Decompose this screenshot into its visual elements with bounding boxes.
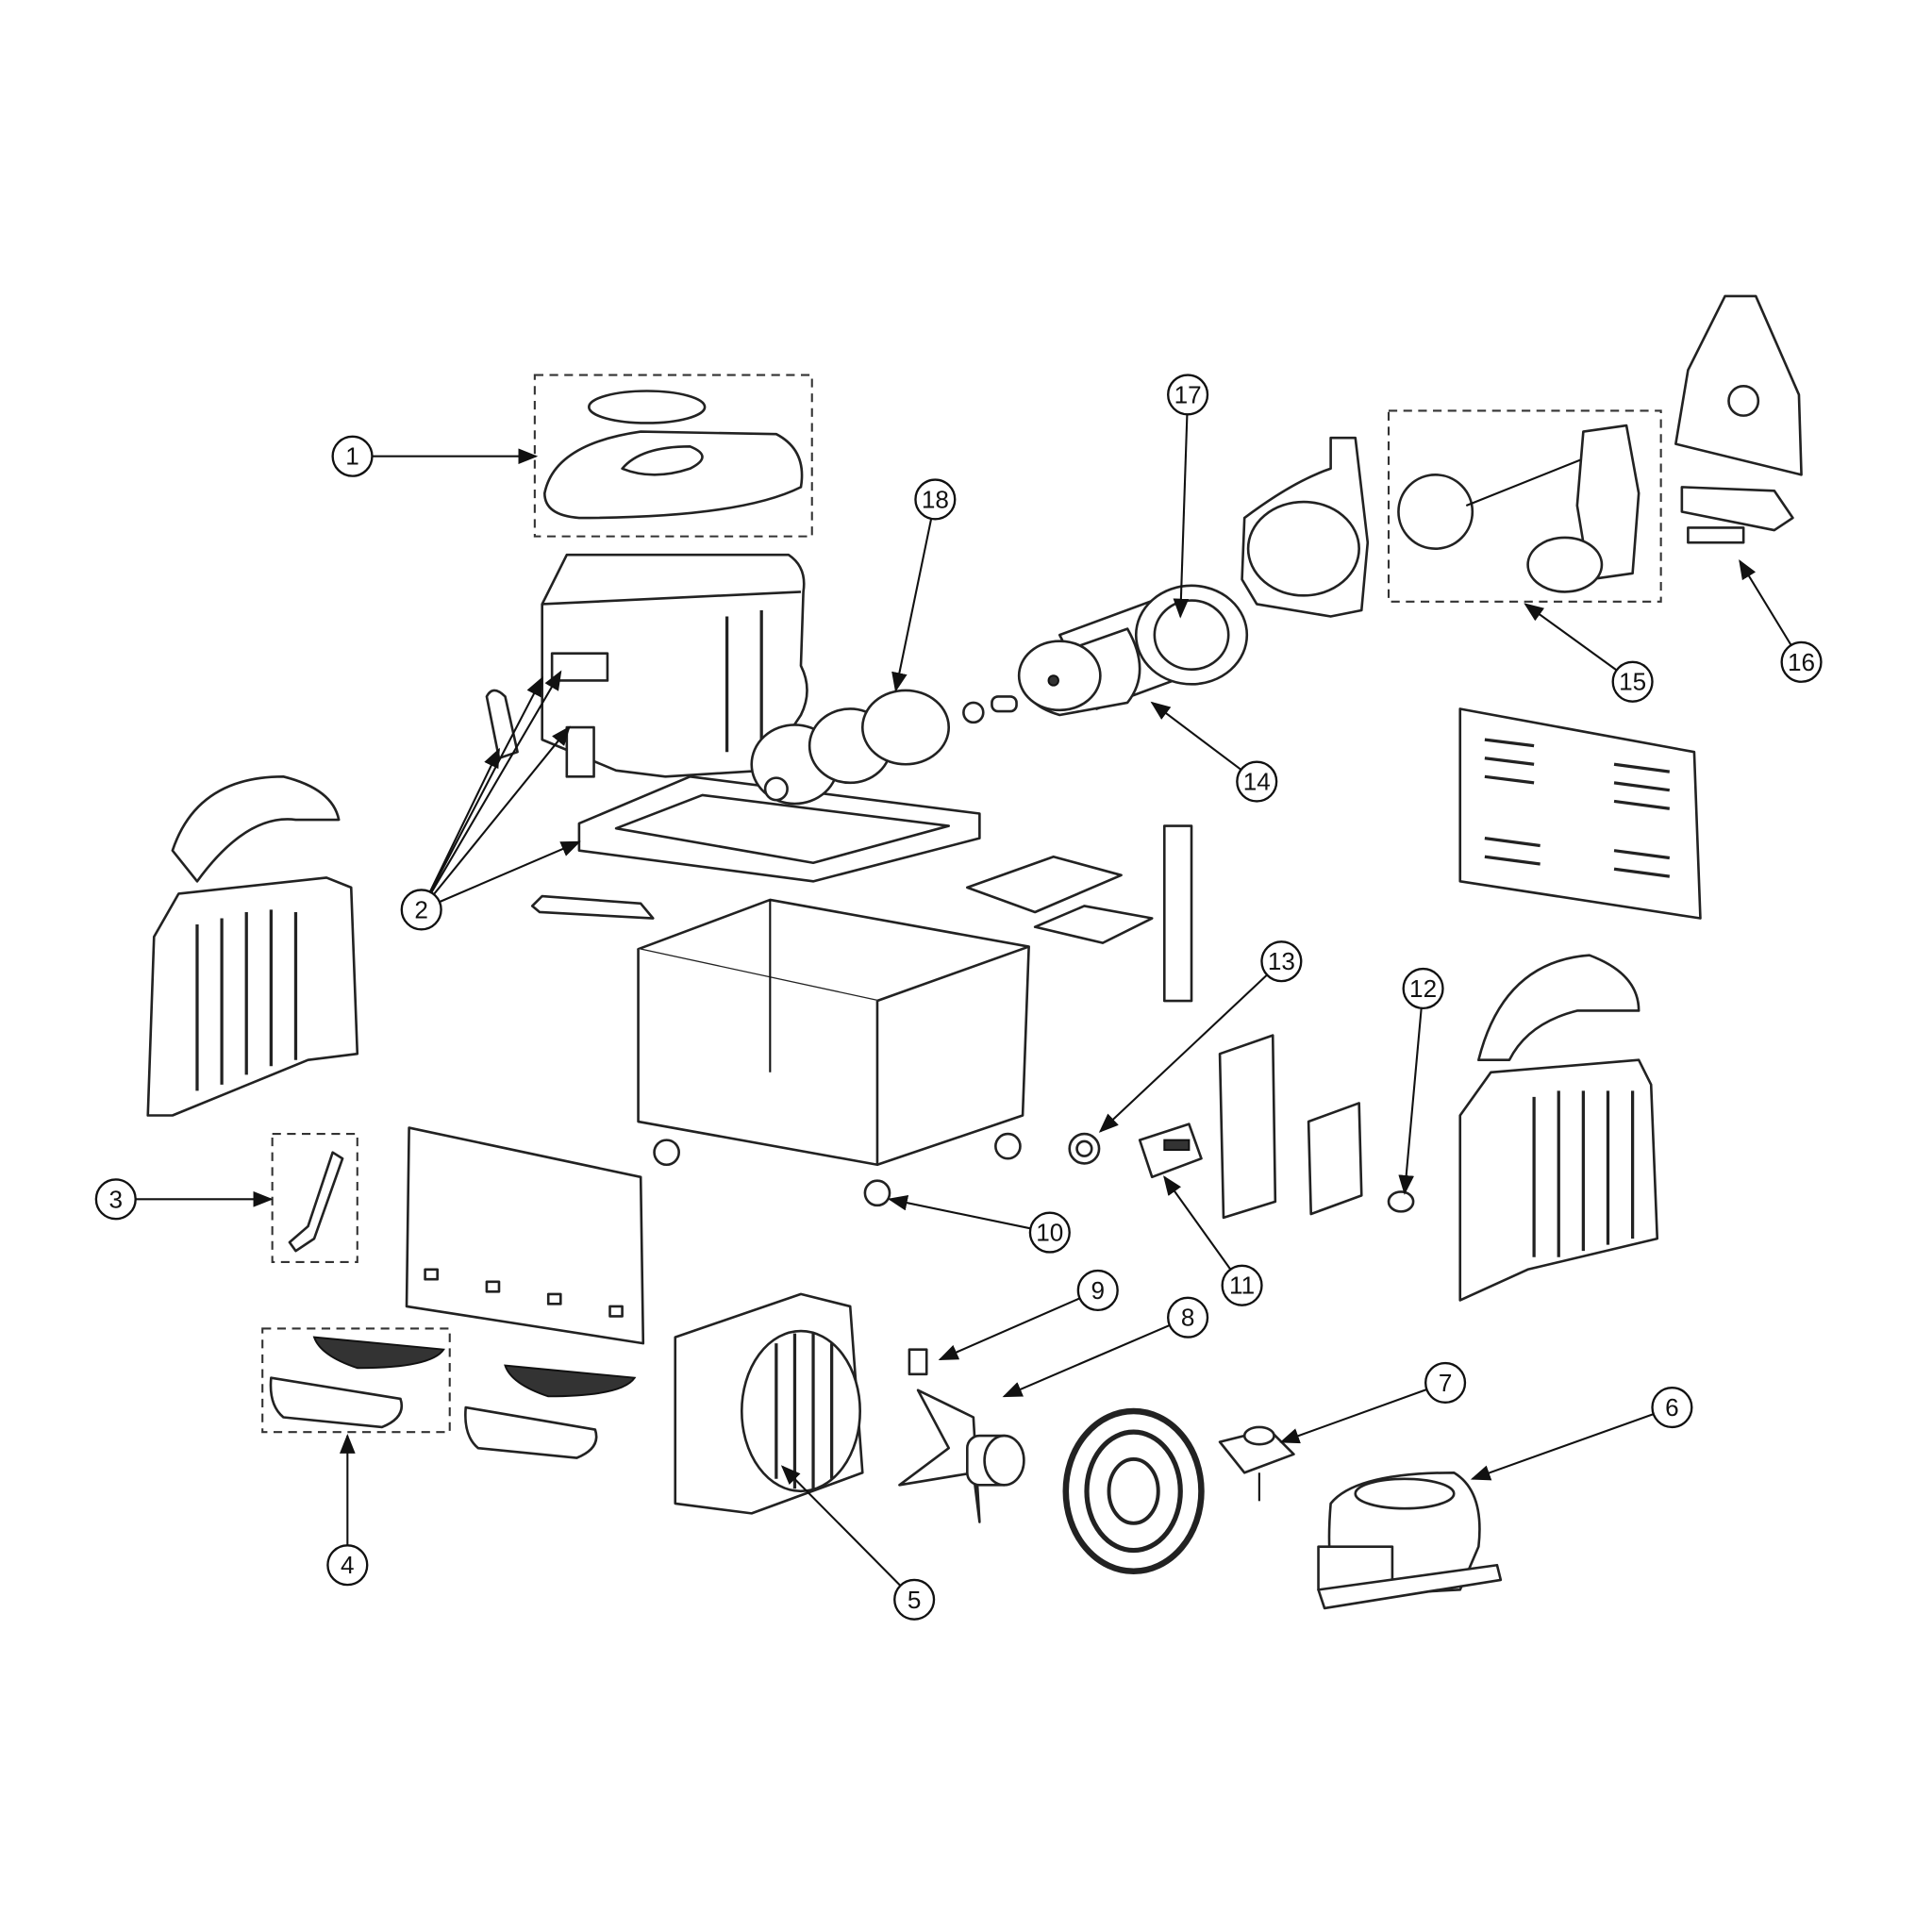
callout-number: 3 — [109, 1185, 124, 1213]
right-side-panel — [1458, 954, 1659, 1302]
leader-arrow — [1163, 1175, 1232, 1271]
leader-arrow — [1098, 973, 1268, 1133]
leader-arrow — [1150, 701, 1242, 771]
callout-8: 8 — [1002, 1296, 1209, 1398]
leader-arrow — [430, 670, 562, 893]
callout-circle — [893, 1578, 936, 1621]
leader-arrow — [1470, 1413, 1655, 1481]
evaporator-cylinder — [1017, 584, 1249, 717]
callout-circle — [326, 1544, 369, 1587]
compressor — [1317, 1471, 1503, 1610]
callout-12: 12 — [1398, 967, 1444, 1195]
condenser — [674, 1292, 864, 1515]
fan-motor — [898, 1348, 1025, 1523]
callout-circle — [1028, 1211, 1071, 1254]
callout-6: 6 — [1470, 1386, 1693, 1481]
leader-arrow — [439, 840, 581, 904]
callout-15: 15 — [1524, 603, 1654, 703]
auger — [750, 689, 1018, 806]
callout-circle — [1402, 967, 1444, 1010]
leader-arrow — [1398, 1007, 1423, 1195]
callout-circle — [1651, 1386, 1693, 1429]
callout-17: 17 — [1167, 374, 1209, 619]
callout-4: 4 — [326, 1434, 369, 1587]
callout-number: 7 — [1439, 1369, 1453, 1397]
gearmotor-assembly — [1387, 409, 1662, 603]
callout-number: 12 — [1409, 974, 1437, 1003]
drip-tray-assembly — [261, 1327, 637, 1459]
callout-3: 3 — [94, 1178, 274, 1221]
start-relay — [1218, 1425, 1295, 1502]
chassis-frame — [637, 898, 1030, 1207]
callout-18: 18 — [891, 478, 957, 692]
leader-arrow — [1739, 558, 1792, 646]
leader-arrow — [780, 1465, 902, 1587]
leader-arrow — [1002, 1323, 1171, 1398]
leader-arrow — [433, 725, 571, 895]
callout-number: 14 — [1243, 768, 1271, 796]
hopper-bowl — [485, 553, 808, 778]
leader-arrow — [891, 518, 933, 692]
rear-housing — [1241, 436, 1370, 618]
callout-16: 16 — [1739, 558, 1823, 683]
callout-number: 11 — [1229, 1272, 1255, 1300]
callout-number: 16 — [1788, 648, 1815, 676]
callout-circle — [1076, 1269, 1119, 1312]
leader-arrow — [429, 675, 543, 893]
callout-number: 18 — [922, 485, 949, 513]
leader-arrow — [938, 1297, 1081, 1361]
callout-number: 2 — [414, 895, 428, 923]
callout-circle — [1424, 1361, 1467, 1405]
base-plate — [530, 775, 981, 920]
leader-arrow — [1279, 1389, 1427, 1444]
callout-number: 15 — [1619, 668, 1646, 696]
leader-arrow — [1524, 603, 1618, 672]
callout-number: 6 — [1665, 1393, 1679, 1422]
callout-14: 14 — [1150, 701, 1278, 803]
callout-number: 17 — [1174, 380, 1202, 408]
callout-circle — [94, 1178, 137, 1221]
left-side-panel — [146, 775, 359, 1117]
control-components — [965, 824, 1415, 1220]
callout-circle — [1611, 660, 1654, 703]
callout-number: 9 — [1091, 1276, 1105, 1305]
motor-bracket — [1674, 294, 1803, 544]
callout-circle — [400, 889, 442, 931]
callout-11: 11 — [1163, 1175, 1263, 1306]
callout-5: 5 — [780, 1465, 936, 1621]
front-panel — [405, 1126, 645, 1345]
callout-7: 7 — [1279, 1361, 1467, 1444]
callout-circle — [1167, 374, 1209, 416]
lid-assembly — [533, 374, 813, 538]
callout-13: 13 — [1098, 940, 1303, 1133]
rear-panel — [1458, 707, 1702, 920]
callout-2: 2 — [400, 670, 581, 931]
callout-circle — [1780, 640, 1823, 683]
leader-arrow — [887, 1194, 1031, 1230]
callout-number: 10 — [1036, 1219, 1063, 1247]
callout-circle — [331, 435, 374, 477]
callout-circle — [1167, 1296, 1209, 1339]
callout-circle — [1236, 760, 1278, 803]
fan-guard — [1062, 1407, 1205, 1575]
leader-arrow — [1173, 414, 1190, 619]
callout-number: 13 — [1268, 947, 1295, 975]
callout-number: 5 — [908, 1586, 922, 1614]
callout-circle — [1260, 940, 1303, 983]
callout-number: 1 — [345, 442, 359, 471]
leader-arrow — [428, 747, 500, 893]
callout-9: 9 — [938, 1269, 1119, 1361]
callout-1: 1 — [331, 435, 539, 477]
callout-circle — [1221, 1264, 1263, 1306]
callout-circle — [914, 478, 957, 521]
callout-number: 8 — [1181, 1304, 1195, 1332]
callout-10: 10 — [887, 1194, 1071, 1254]
callout-number: 4 — [341, 1551, 355, 1579]
dispensing-handle — [271, 1133, 358, 1263]
